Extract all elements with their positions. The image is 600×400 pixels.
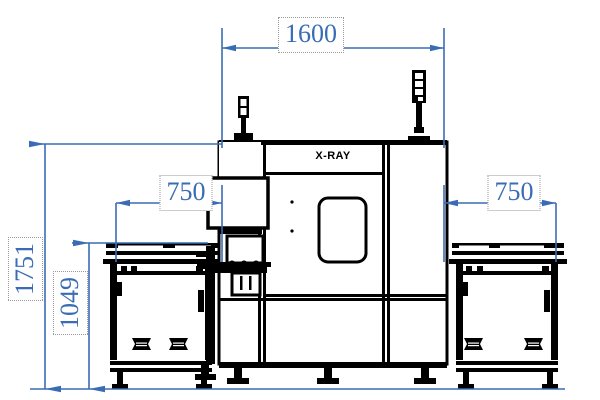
dimension-label-left-750: 750: [159, 175, 213, 211]
dimension-label-overall-height: 1751: [8, 237, 43, 301]
dimension-label-conveyor-height: 1049: [53, 271, 88, 335]
right-conveyor-module: [449, 243, 567, 389]
left-conveyor-reels: [132, 338, 188, 350]
machine-geometry: [103, 70, 567, 389]
right-conveyor-reels: [464, 338, 543, 350]
inspection-window: [317, 196, 368, 264]
machine-brand-label: X-RAY: [315, 150, 351, 162]
dimension-label-overall-width: 1600: [278, 17, 344, 53]
operator-keyboard-tray: [205, 260, 267, 297]
dimension-label-right-750: 750: [487, 175, 541, 211]
left-signal-tower: [234, 96, 253, 140]
operator-monitor: [225, 234, 265, 265]
right-signal-tower: [408, 70, 430, 142]
dimension-lines: [29, 28, 565, 393]
